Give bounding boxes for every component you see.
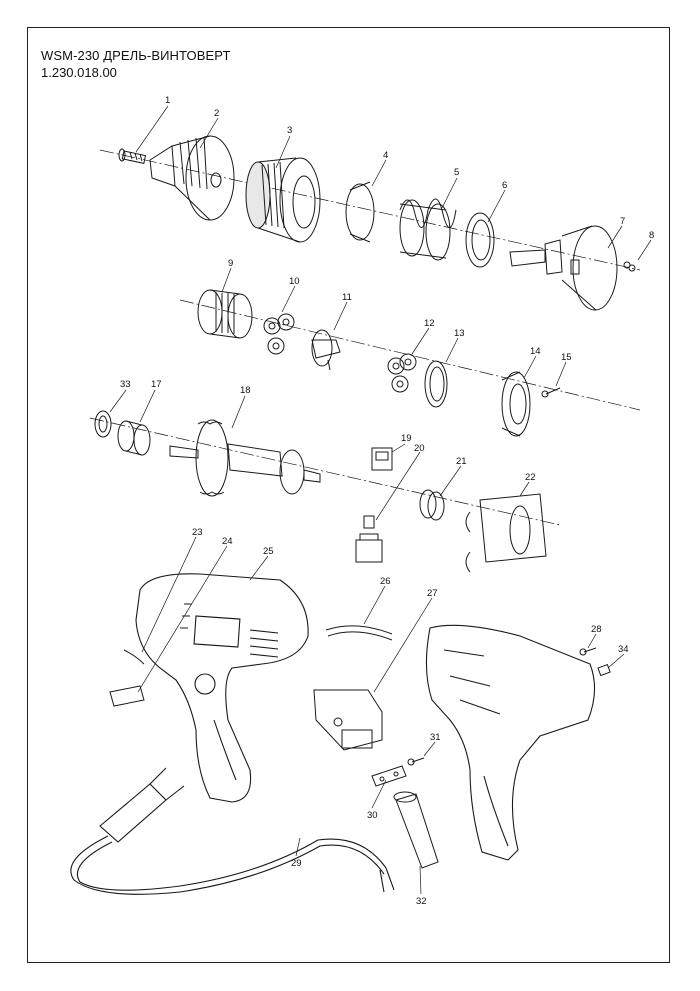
part-20-brush — [355, 515, 383, 563]
callout-5: 5 — [454, 167, 459, 178]
drawing-title: WSM-230 ДРЕЛЬ-ВИНТОВЕРТ — [41, 48, 231, 63]
part-9-bearing — [197, 289, 253, 339]
drawing-code: 1.230.018.00 — [41, 65, 117, 80]
part-14-plate — [501, 371, 531, 437]
part-22-stator — [465, 493, 547, 573]
callout-28: 28 — [591, 624, 602, 635]
part-2-chuck — [149, 135, 235, 221]
part-1-screw — [118, 148, 147, 164]
part-25-housing-left — [135, 573, 309, 803]
callout-10: 10 — [289, 276, 300, 287]
callout-8: 8 — [649, 230, 654, 241]
part-27-switch — [313, 689, 383, 751]
callout-18: 18 — [240, 385, 251, 396]
part-18-armature — [169, 419, 321, 497]
callout-2: 2 — [214, 108, 219, 119]
leader-lines — [109, 105, 652, 895]
part-29-cord-plug — [70, 767, 395, 895]
drawing-frame — [27, 27, 670, 963]
callout-26: 26 — [380, 576, 391, 587]
part-15-screw — [541, 387, 561, 398]
axis-line-1 — [99, 149, 641, 271]
callout-6: 6 — [502, 180, 507, 191]
part-13-ring — [424, 360, 448, 408]
callout-34: 34 — [618, 644, 629, 655]
callout-27: 27 — [427, 588, 438, 599]
axis-line-2 — [179, 299, 641, 411]
part-12-gears — [387, 353, 417, 393]
part-5-spring — [399, 198, 457, 261]
part-3-sleeve — [245, 157, 321, 243]
part-24-button — [109, 685, 145, 707]
callout-33: 33 — [120, 379, 131, 390]
callout-4: 4 — [383, 150, 388, 161]
part-28-screw — [579, 647, 597, 656]
callout-23: 23 — [192, 527, 203, 538]
part-21-bearing — [419, 489, 445, 521]
callout-7: 7 — [620, 216, 625, 227]
callout-32: 32 — [416, 896, 427, 907]
callout-17: 17 — [151, 379, 162, 390]
callout-numbers: 1 2 3 4 5 6 7 8 9 10 11 12 13 14 15 33 1… — [120, 95, 654, 907]
callout-15: 15 — [561, 352, 572, 363]
part-23-clip — [123, 649, 145, 665]
callout-3: 3 — [287, 125, 292, 136]
part-11-carrier — [311, 329, 341, 371]
callout-1: 1 — [165, 95, 170, 106]
part-19-brush-holder — [371, 447, 393, 471]
part-8-ball — [623, 261, 636, 272]
callout-12: 12 — [424, 318, 435, 329]
callout-21: 21 — [456, 456, 467, 467]
part-17-bearing — [117, 420, 151, 456]
callout-24: 24 — [222, 536, 233, 547]
callout-29: 29 — [291, 858, 302, 869]
callout-14: 14 — [530, 346, 541, 357]
part-7-gearbox — [509, 225, 618, 311]
part-housing-right — [425, 624, 596, 861]
callout-25: 25 — [263, 546, 274, 557]
part-31-screw — [407, 757, 425, 766]
part-34-bushing — [597, 663, 611, 677]
part-4-clip — [345, 181, 375, 243]
callout-11: 11 — [342, 292, 352, 303]
callout-22: 22 — [525, 472, 536, 483]
callout-9: 9 — [228, 258, 233, 269]
callout-20: 20 — [414, 443, 425, 454]
callout-30: 30 — [367, 810, 378, 821]
callout-31: 31 — [430, 732, 441, 743]
part-26-cable — [325, 625, 393, 641]
callout-13: 13 — [454, 328, 465, 339]
part-6-washer — [465, 212, 495, 268]
callout-19: 19 — [401, 433, 412, 444]
part-33-washer — [94, 410, 112, 438]
part-30-clamp — [371, 765, 407, 787]
part-10-gears — [263, 313, 295, 355]
axis-line-3 — [89, 417, 561, 526]
part-32-sleeve — [393, 791, 439, 869]
